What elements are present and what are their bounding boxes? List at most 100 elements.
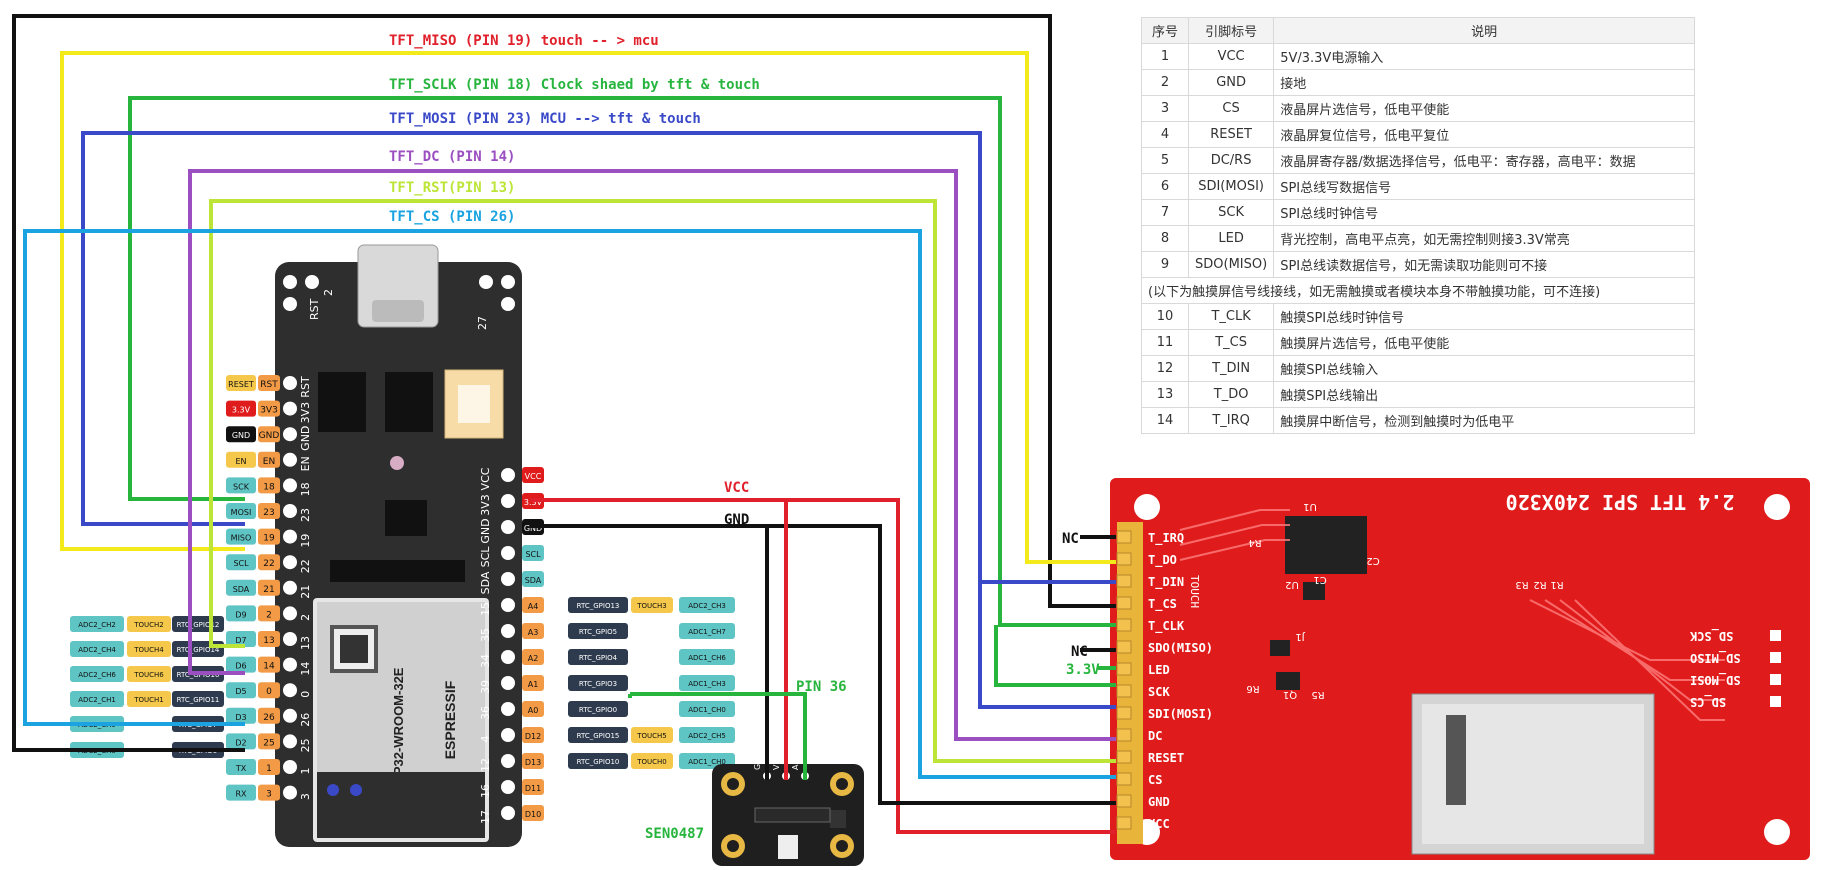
esp32-right-gpio-badge (631, 753, 673, 769)
esp32-left-num: 13 (263, 636, 274, 646)
esp32-left-gpio-text: TOUCH1 (133, 696, 164, 704)
sensor-pin-a: A (791, 764, 800, 770)
esp32-left-pad (283, 452, 297, 467)
esp32-right-silk: 35 (479, 628, 492, 642)
cell-index: 4 (1141, 121, 1189, 148)
esp32-left-num: 18 (263, 482, 275, 492)
esp32-right-gpio-text: ADC2_CH5 (688, 732, 726, 740)
esp32-left-func-badge (226, 554, 256, 571)
tft-pin-pad (1116, 640, 1132, 654)
tft-pin-labels: T_IRQT_DOT_DINT_CST_CLKSDO(MISO)LEDSCKSD… (1116, 530, 1213, 831)
esp32-left-num: 21 (263, 585, 274, 595)
cell-desc: 5V/3.3V电源输入 (1273, 43, 1695, 70)
esp32-left-func: D9 (235, 610, 246, 619)
wire-rst (209, 199, 1116, 763)
esp32-right-badge-label: D11 (525, 784, 541, 793)
tft-pin-label: SCK (1148, 685, 1170, 699)
esp32-left-gpio-text: RTC_GPIO11 (177, 696, 220, 704)
esp32-left-pad (283, 478, 297, 493)
esp32-right-badge (522, 597, 544, 613)
esp32-left-num-badge (258, 682, 280, 699)
esp32-left-num-badge (258, 375, 280, 391)
cell-index: 13 (1141, 381, 1189, 408)
esp32-left-gpio-badge (70, 666, 124, 682)
esp32-left-silk: 22 (299, 559, 312, 573)
esp32-right-gpio-text: ADC1_CH0 (688, 758, 726, 766)
esp32-left-gpio-text: RTC_GPIO12 (177, 621, 220, 629)
tft-pin-pad (1116, 530, 1132, 544)
esp32-left-silk: 0 (299, 691, 312, 698)
tft-pin-label: T_DO (1148, 553, 1177, 568)
tft-pin-label: SDI(MOSI) (1148, 707, 1213, 721)
esp32-left-gpio-badge (127, 641, 171, 657)
label-miso: TFT_MISO (PIN 19) touch -- > mcu (389, 33, 659, 49)
tft-component-label: R5 (1311, 689, 1324, 700)
cell-pin: T_DIN (1187, 355, 1275, 382)
esp32-right-silk: 3V3 (479, 494, 492, 516)
esp32-left-gpio-badge (172, 691, 224, 707)
esp32-right-gpio-badge (568, 597, 628, 613)
esp32-left-gpio-text: ADC2_CH4 (78, 646, 116, 654)
wire-dc (188, 169, 1116, 741)
esp32-right-gpio-text: RTC_GPIO10 (577, 758, 620, 766)
cell-index: 3 (1141, 95, 1189, 122)
esp32-left-func-badge (226, 375, 256, 391)
cell-index: 12 (1141, 355, 1189, 382)
label-gnd: GND (724, 512, 749, 528)
esp32-right-gpio-text: RTC_GPIO3 (579, 680, 617, 688)
tft-sd-pad (1770, 630, 1781, 641)
esp32-right-gpio-text: ADC1_CH0 (688, 706, 726, 714)
esp32-right-badge-label: GND (524, 524, 542, 533)
esp32-left-num: 19 (263, 534, 275, 544)
tft-pin-pad (1116, 574, 1132, 588)
esp32-left-pad (283, 376, 297, 390)
esp32-left-func: SCK (233, 482, 250, 491)
esp32-left-pad (283, 632, 297, 646)
esp32-right-badge-label: A1 (528, 680, 539, 689)
cell-desc: 接地 (1273, 69, 1695, 96)
esp32-left-func-badge (226, 426, 256, 443)
cell-pin: CS (1187, 95, 1275, 122)
esp32-left-num: 0 (266, 687, 272, 697)
esp32-right-badge (522, 571, 544, 587)
esp32-right-gpio-badge (631, 597, 673, 613)
cell-index: 7 (1141, 199, 1189, 226)
esp32-right-pad (501, 598, 515, 612)
esp32-left-func-badge (226, 733, 256, 750)
esp32-right-gpio-badge (568, 727, 628, 743)
label-pin36: PIN 36 (796, 679, 847, 695)
cell-pin: LED (1187, 225, 1275, 252)
esp32-left-func: SDA (233, 585, 250, 594)
esp32-right-badge-label: D13 (525, 758, 541, 767)
esp32-left-pad (283, 529, 297, 544)
esp32-right-gpio-badge (568, 675, 628, 691)
cell-pin: VCC (1187, 43, 1275, 70)
esp32-right-badge (522, 623, 544, 639)
cell-index: 9 (1141, 251, 1189, 278)
esp32-left-pad (283, 760, 297, 774)
esp32-left-gpio-badge (127, 666, 171, 682)
esp32-right-silk: 12 (479, 758, 492, 772)
wire-cs (23, 229, 1116, 779)
cell-pin: SDO(MISO) (1187, 251, 1275, 278)
esp32-left-num-badge (258, 733, 280, 750)
esp32-left-num: RST (260, 380, 278, 390)
esp32-left-num-badge (258, 605, 280, 622)
esp32-left-func: RX (235, 790, 247, 799)
esp32-left-func: SCL (233, 559, 249, 568)
esp32-left-func-badge (226, 707, 256, 724)
esp32-left-func-badge (226, 400, 256, 417)
esp32-left-num-badge (258, 656, 280, 673)
cell-index: 11 (1141, 329, 1189, 356)
esp32-right-silk: SDA (479, 571, 492, 594)
cell-pin: SCK (1187, 199, 1275, 226)
esp32-left-silk: 23 (299, 508, 312, 522)
